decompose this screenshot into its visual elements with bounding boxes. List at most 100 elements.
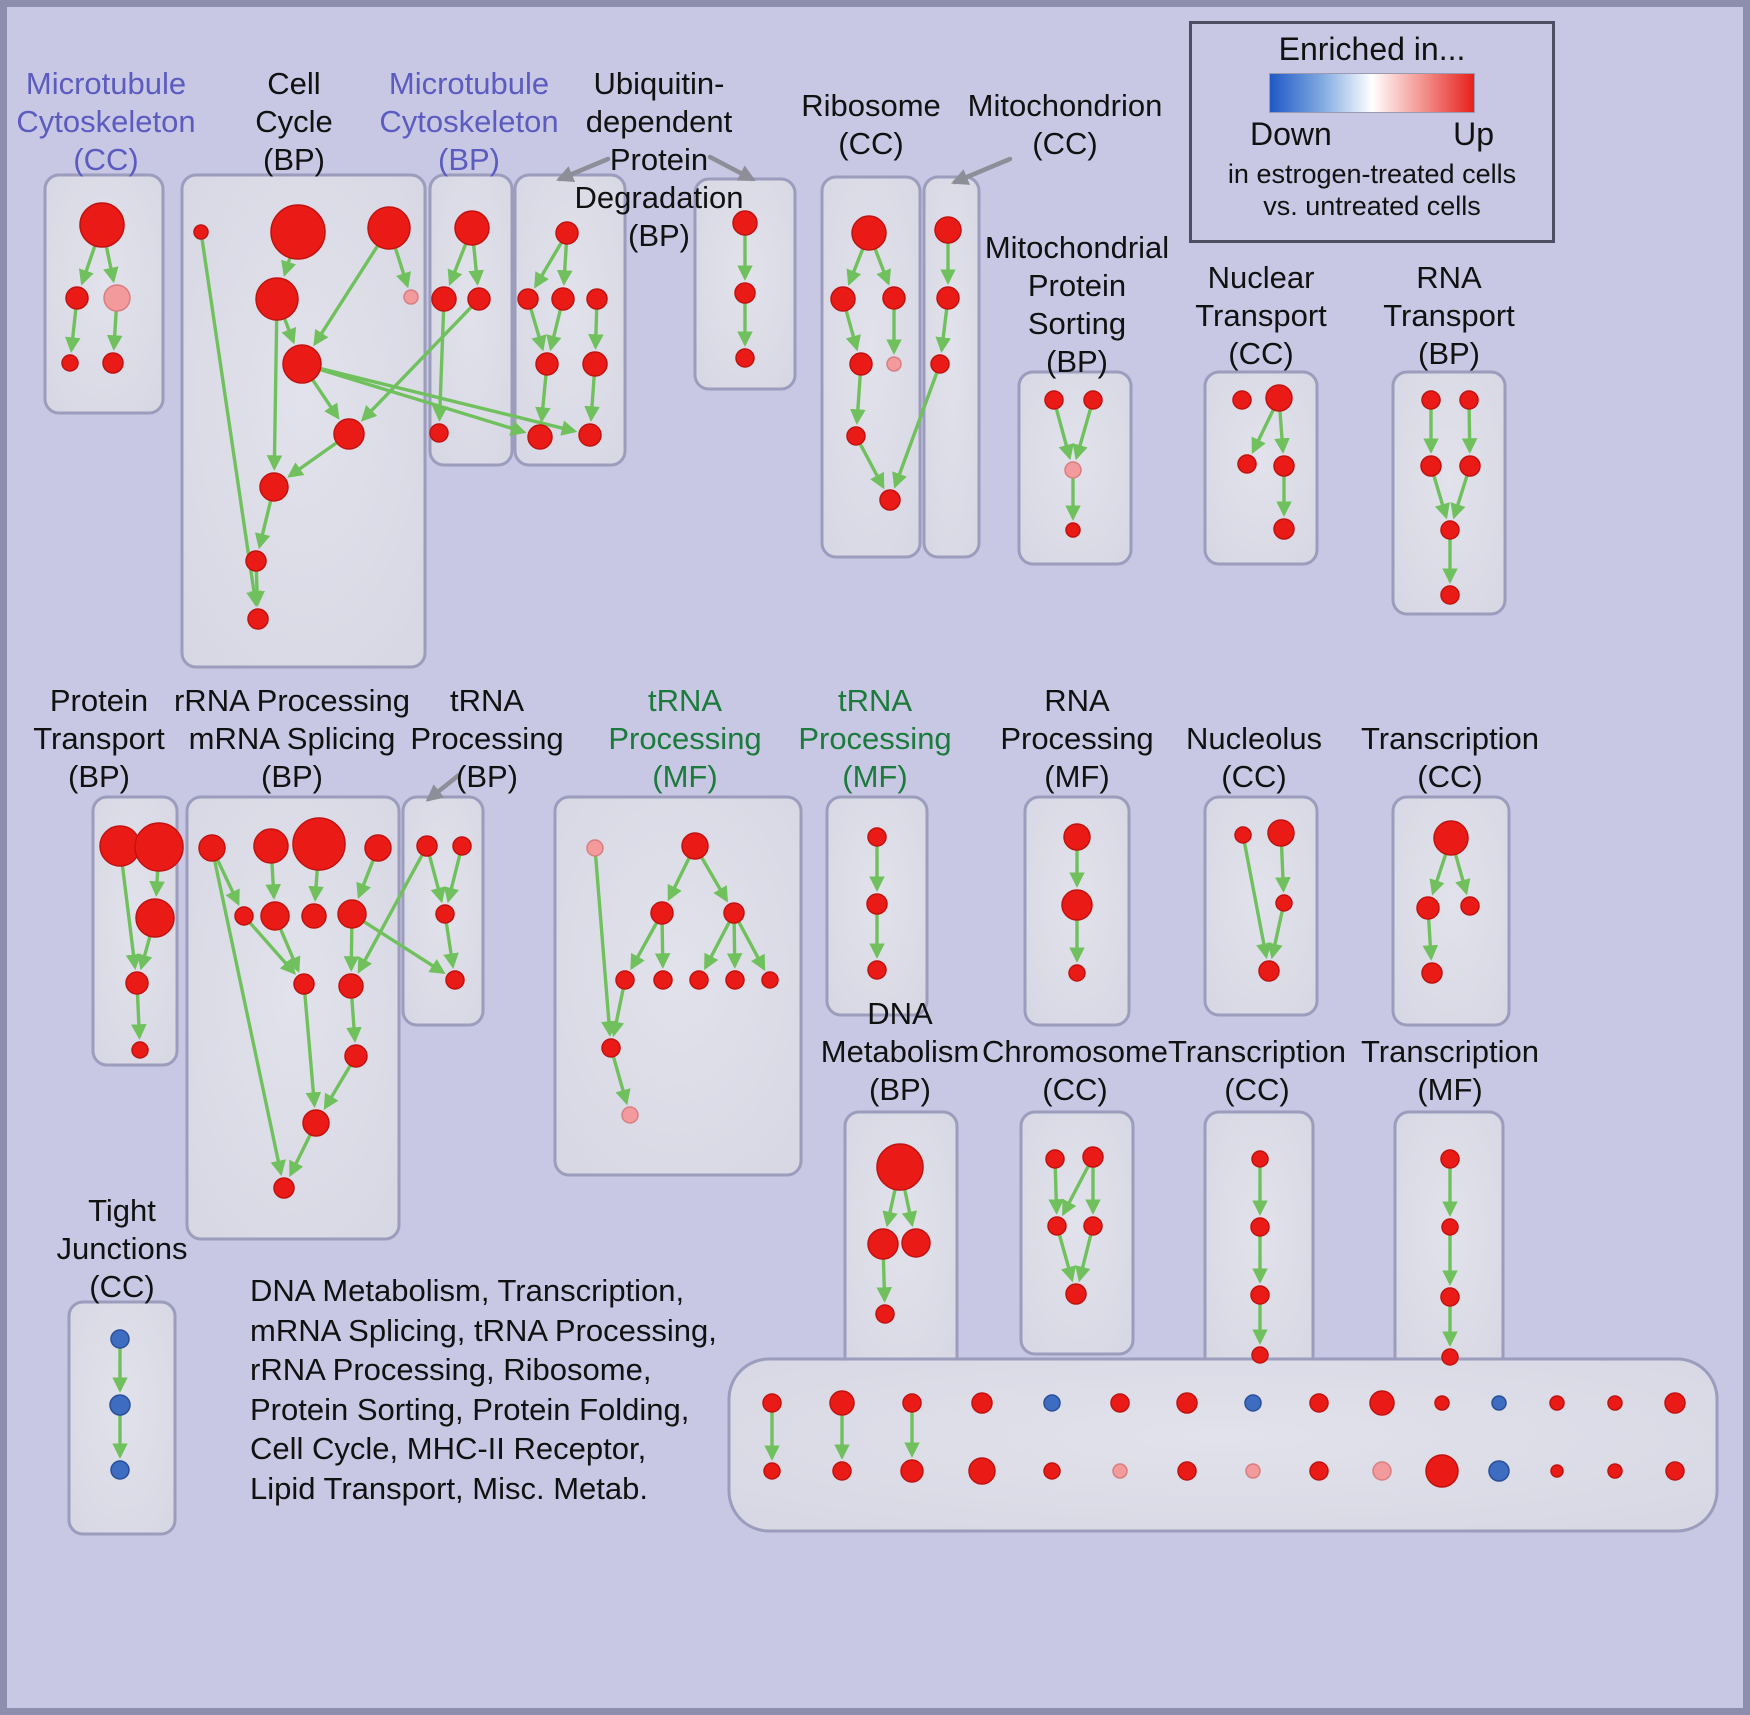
- cluster-box-mixed-singletons: [727, 1357, 1719, 1533]
- go-term-edge: [858, 443, 885, 490]
- legend-up-label: Up: [1453, 116, 1494, 152]
- go-term-edge: [882, 1188, 898, 1228]
- go-term-edge: [216, 858, 240, 906]
- go-term-edge: [1054, 407, 1074, 461]
- go-term-node-f3: [882, 286, 906, 310]
- go-term-edge: [535, 374, 551, 423]
- go-term-edge: [120, 865, 142, 971]
- go-term-edge: [106, 310, 123, 351]
- go-term-edge: [892, 371, 939, 489]
- go-term-edge: [654, 923, 671, 969]
- go-term-edge: [1075, 1234, 1093, 1283]
- go-term-edge: [1450, 474, 1469, 520]
- go-term-edge: [612, 1055, 631, 1106]
- go-term-node-d1: [555, 221, 579, 245]
- go-term-node-n3: [650, 901, 674, 925]
- go-term-node-t5: [1065, 1283, 1087, 1305]
- go-term-node-w1: [110, 1329, 130, 1349]
- go-term-node-l1: [198, 834, 226, 862]
- go-term-edge: [362, 920, 446, 975]
- go-term-edge: [319, 368, 527, 436]
- go-term-node-x4t: [971, 1392, 993, 1414]
- go-term-edge: [265, 862, 281, 900]
- go-term-edge: [360, 305, 473, 422]
- go-term-edge: [630, 921, 658, 971]
- go-term-edge: [287, 441, 338, 478]
- go-term-node-d2: [517, 288, 539, 310]
- go-term-node-b2: [270, 204, 326, 260]
- go-term-edge: [289, 1133, 312, 1178]
- go-term-edge: [313, 244, 379, 347]
- go-term-node-x6t: [1110, 1393, 1130, 1413]
- go-term-node-u3: [1250, 1285, 1270, 1305]
- go-term-node-s2: [867, 1228, 899, 1260]
- go-term-node-x1b: [763, 1462, 781, 1480]
- go-term-node-f4: [849, 352, 873, 376]
- go-term-node-j5: [1440, 520, 1460, 540]
- go-term-edge: [935, 308, 951, 353]
- go-term-edge: [311, 378, 340, 420]
- go-term-node-b1: [193, 224, 209, 240]
- go-term-node-l11: [344, 1044, 368, 1068]
- go-term-edge: [737, 920, 766, 972]
- go-term-edge: [1048, 1167, 1065, 1215]
- go-term-node-r1: [1433, 820, 1469, 856]
- go-term-node-q1: [1234, 826, 1252, 844]
- legend-subtitle-2: vs. untreated cells: [1263, 191, 1481, 221]
- go-term-node-j1: [1421, 390, 1441, 410]
- go-term-node-l4: [364, 834, 392, 862]
- go-term-node-l3: [292, 817, 346, 871]
- go-term-edge: [1429, 853, 1448, 896]
- go-term-edge: [704, 921, 731, 971]
- go-term-node-x7t: [1176, 1392, 1198, 1414]
- go-term-node-t3: [1047, 1216, 1067, 1236]
- go-term-edge: [1072, 407, 1092, 461]
- go-term-node-l8: [337, 899, 367, 929]
- go-term-node-b7: [333, 418, 365, 450]
- go-term-node-f5: [886, 356, 902, 372]
- go-term-edge: [1251, 408, 1275, 455]
- go-term-node-x7b: [1177, 1461, 1197, 1481]
- go-term-edge: [346, 997, 362, 1043]
- unclustered-terms-text: DNA Metabolism, Transcription, mRNA Spli…: [250, 1273, 717, 1506]
- go-term-edge: [356, 859, 375, 900]
- go-term-node-o3: [867, 960, 887, 980]
- go-term-node-n4: [723, 902, 745, 924]
- go-term-edge: [534, 241, 563, 289]
- go-term-node-i5: [1273, 518, 1295, 540]
- go-term-edge: [443, 854, 462, 904]
- go-term-node-x9t: [1309, 1393, 1329, 1413]
- go-term-node-c4: [429, 423, 449, 443]
- go-term-node-q2: [1267, 819, 1295, 847]
- go-term-edge: [584, 375, 600, 422]
- go-term-node-w3: [110, 1460, 130, 1480]
- go-term-node-h2: [1083, 390, 1103, 410]
- go-term-node-t2: [1082, 1146, 1104, 1168]
- go-term-node-f7: [879, 489, 901, 511]
- go-term-node-n7: [689, 970, 709, 990]
- go-term-edge: [529, 307, 547, 352]
- go-term-node-x15t: [1664, 1392, 1686, 1414]
- go-term-edge: [103, 245, 119, 284]
- go-term-node-m1: [416, 835, 438, 857]
- go-term-edge: [266, 319, 283, 471]
- go-term-node-n2: [681, 832, 709, 860]
- go-term-node-d5: [535, 352, 559, 376]
- go-term-node-k1: [99, 825, 141, 867]
- go-term-node-x1t: [762, 1393, 782, 1413]
- go-term-node-o2: [866, 893, 888, 915]
- go-term-node-n11: [621, 1106, 639, 1124]
- go-term-node-g3: [930, 354, 950, 374]
- go-term-node-s1: [876, 1143, 924, 1191]
- go-term-node-f6: [846, 426, 866, 446]
- go-term-edge: [594, 855, 617, 1037]
- go-term-node-d7: [527, 424, 553, 450]
- go-term-edge: [726, 922, 743, 969]
- go-term-node-l6: [260, 901, 290, 931]
- go-term-node-a5: [102, 352, 124, 374]
- go-term-node-x3t: [902, 1393, 922, 1413]
- go-term-edge: [1422, 918, 1439, 961]
- go-term-edge: [281, 317, 297, 345]
- cluster-box-cell-cycle: [180, 173, 427, 669]
- cluster-box-nuclear-transport: [1203, 370, 1319, 566]
